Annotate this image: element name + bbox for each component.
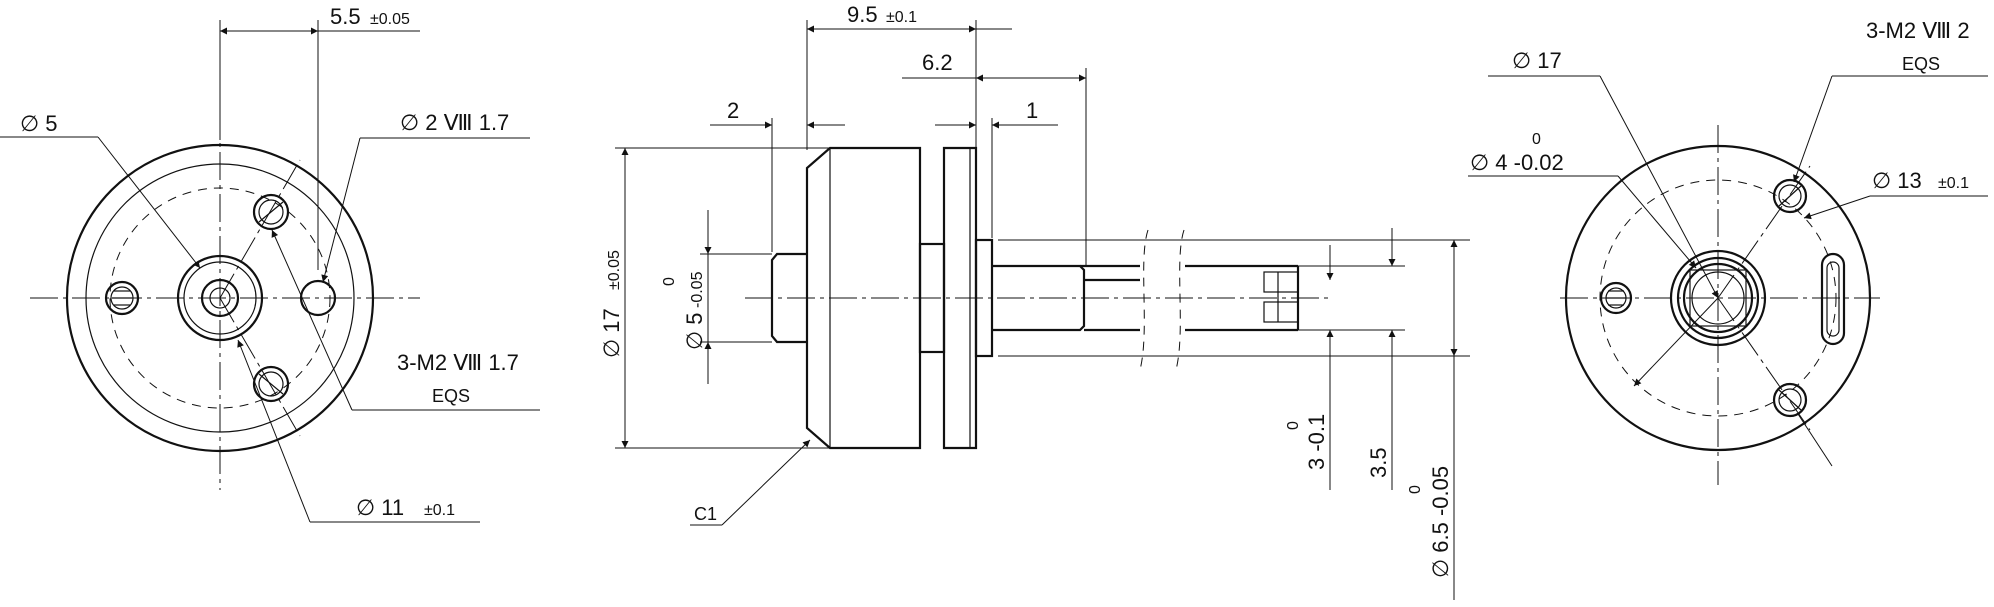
thread-eqs-label: EQS	[1902, 54, 1940, 74]
pcd-tolerance: ±0.1	[1938, 175, 1969, 192]
shaft-slot-bottom	[1263, 301, 1299, 323]
flange-outline	[942, 146, 978, 450]
hole-callout-label: ∅ 2 Ⅷ 1.7	[400, 110, 509, 135]
right-end-view: ∅ 17 0 ∅ 4 -0.02 3-M2 Ⅷ 2 EQS ∅ 13 ±0.1	[1468, 18, 1988, 485]
thread-eqs-label: EQS	[432, 386, 470, 406]
thread-hole-bottom	[252, 365, 290, 403]
flat-ref-label: 3.5	[1366, 447, 1391, 478]
thread-hole-bottom	[1772, 382, 1808, 418]
shaft-start-label: 6.2	[922, 50, 953, 75]
boss-dia-label: ∅ 5	[682, 312, 707, 350]
thread-hole-top	[1772, 178, 1808, 214]
flat-upper-tol: 0	[1285, 421, 1302, 430]
offset-tolerance: ±0.05	[370, 11, 410, 28]
left-end-view: 5.5 ±0.05 ∅ 5 ∅ 2 Ⅷ 1.7 3-M2 Ⅷ 1.7 EQS ∅…	[0, 4, 540, 523]
outer-dia-label: ∅ 17	[1512, 48, 1562, 73]
overall-length-label: 9.5	[847, 2, 878, 27]
shaft-slot-top	[1263, 271, 1299, 293]
slot	[1820, 252, 1846, 346]
pcd-tolerance: ±0.1	[424, 502, 455, 519]
chamfer-label: C1	[694, 504, 717, 524]
overall-length-tolerance: ±0.1	[886, 9, 917, 26]
flat-lower-label: 3 -0.1	[1304, 414, 1329, 470]
flange-length-label: 1	[1026, 98, 1038, 123]
offset-label: 5.5	[330, 4, 361, 29]
shaft-dia-label: ∅ 6.5 -0.05	[1428, 466, 1453, 578]
body-dia-tolerance: ±0.05	[606, 250, 623, 290]
thread-callout-label: 3-M2 Ⅷ 1.7	[397, 350, 519, 375]
body-dia-label: ∅ 17	[599, 308, 624, 358]
thread-callout-label: 3-M2 Ⅷ 2	[1866, 18, 1970, 43]
pcd-label: ∅ 11	[356, 495, 404, 520]
pcd-label: ∅ 13	[1872, 168, 1922, 193]
boss-dia-lower: -0.05	[689, 271, 706, 308]
shaft-dia-upper-tol: 0	[1407, 485, 1424, 494]
shaft-ring-dia-label: ∅ 5	[20, 111, 58, 136]
thread-hole-top	[252, 193, 290, 231]
boss-length-label: 2	[727, 98, 739, 123]
shaft-dia-label: ∅ 4 -0.02	[1470, 150, 1564, 175]
side-view: 9.5 ±0.1 6.2 2 1 ∅ 17 ±0.05 ∅ 5 -0.05 0 …	[599, 2, 1470, 600]
boss-dia-upper: 0	[661, 277, 678, 286]
shaft-dia-upper-tol: 0	[1532, 131, 1541, 148]
